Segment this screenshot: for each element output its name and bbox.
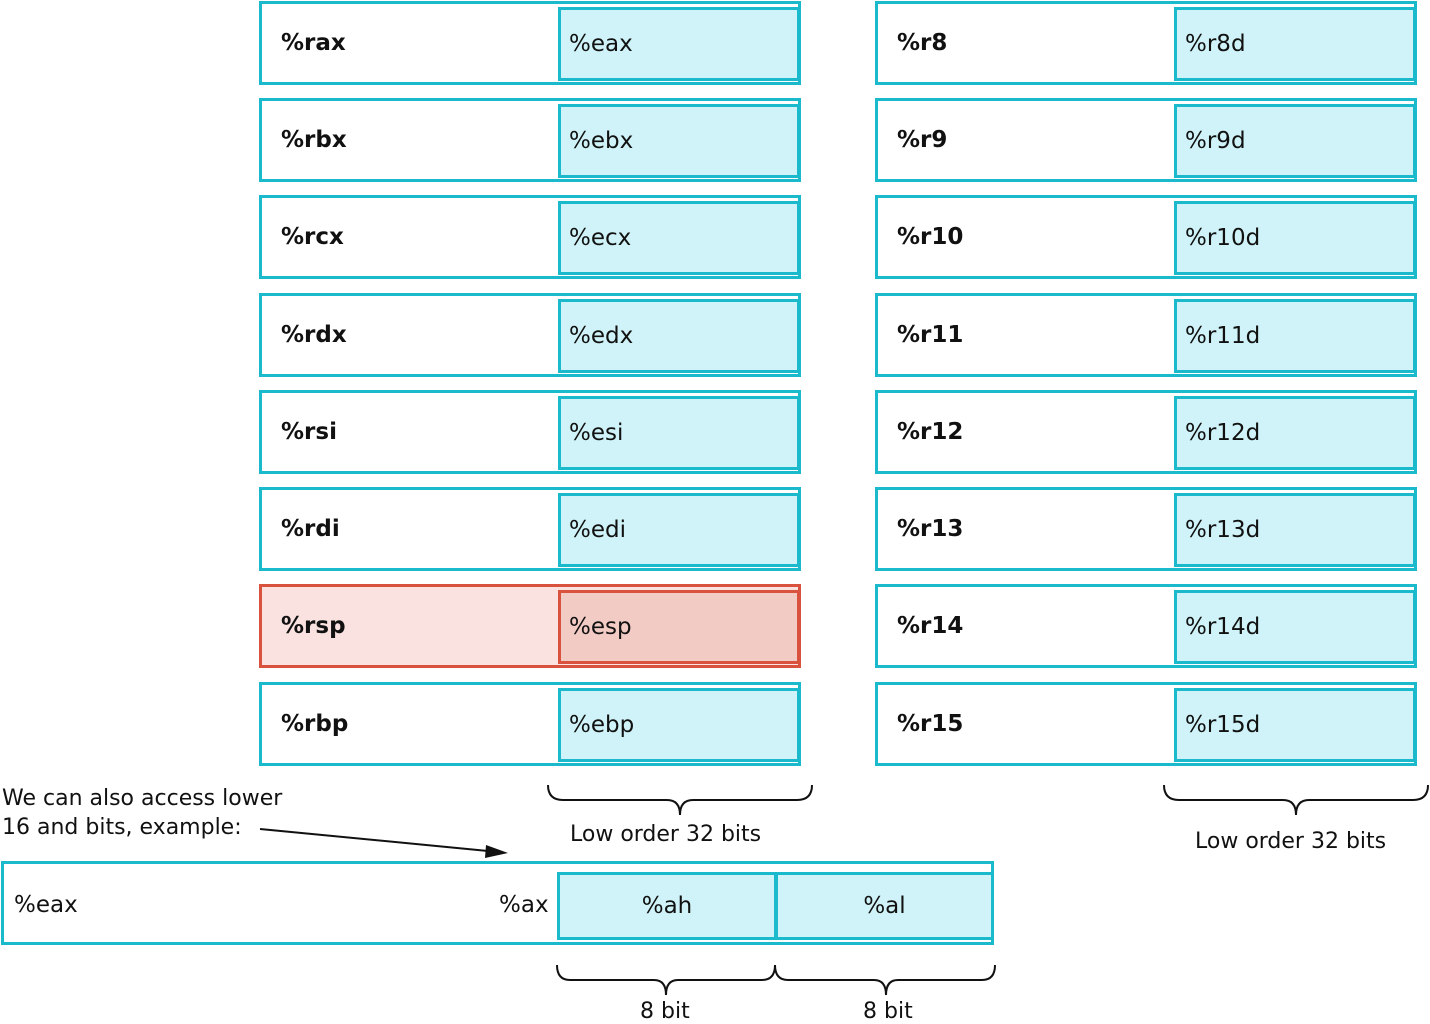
low32-box: %r9d <box>1174 104 1416 178</box>
low32-name: %ebp <box>569 712 635 738</box>
register-name: %r8 <box>897 30 948 56</box>
low32-box: %r15d <box>1174 688 1416 762</box>
register-rbx: %rbx %ebx <box>259 98 801 182</box>
low32-name: %r11d <box>1185 323 1261 349</box>
low32-name: %esi <box>569 420 624 446</box>
low32-box: %r8d <box>1174 7 1416 81</box>
register-name: %r13 <box>897 516 964 542</box>
register-name: %rax <box>281 30 346 56</box>
al-label: %al <box>863 893 906 919</box>
register-name: %r10 <box>897 224 964 250</box>
low32-box: %edi <box>558 493 800 567</box>
register-name: %rbp <box>281 711 349 737</box>
register-name: %r9 <box>897 127 948 153</box>
al-8bit-brace <box>774 964 996 996</box>
register-rbp: %rbp %ebp <box>259 682 801 766</box>
low32-name: %ebx <box>569 128 634 154</box>
ah-bit-label: 8 bit <box>640 999 690 1024</box>
register-rsp: %rsp %esp <box>259 584 801 668</box>
register-r8: %r8 %r8d <box>875 1 1417 85</box>
eax-label: %eax <box>14 892 78 918</box>
right-low32-brace <box>1163 784 1429 816</box>
low32-name: %r12d <box>1185 420 1261 446</box>
register-name: %rdx <box>281 322 347 348</box>
low32-box: %esi <box>558 396 800 470</box>
right-brace-label: Low order 32 bits <box>1195 829 1387 854</box>
register-r14: %r14 %r14d <box>875 584 1417 668</box>
note-line-1: We can also access lower <box>2 786 283 811</box>
ah-box: %ah <box>557 872 777 940</box>
low32-name: %eax <box>569 31 633 57</box>
register-name: %rbx <box>281 127 347 153</box>
register-name: %rsi <box>281 419 337 445</box>
low32-name: %esp <box>569 614 632 640</box>
register-rdx: %rdx %edx <box>259 293 801 377</box>
register-name: %r11 <box>897 322 964 348</box>
register-r11: %r11 %r11d <box>875 293 1417 377</box>
ah-8bit-brace <box>556 964 776 996</box>
low32-box: %esp <box>558 590 800 664</box>
note-arrow-line <box>259 828 489 852</box>
register-name: %rcx <box>281 224 344 250</box>
low32-name: %ecx <box>569 225 632 251</box>
low32-name: %r8d <box>1185 31 1246 57</box>
low32-box: %r11d <box>1174 299 1416 373</box>
low32-name: %r9d <box>1185 128 1246 154</box>
low32-name: %edx <box>569 323 634 349</box>
register-rsi: %rsi %esi <box>259 390 801 474</box>
register-rdi: %rdi %edi <box>259 487 801 571</box>
ah-label: %ah <box>641 893 693 919</box>
left-low32-brace <box>547 784 813 816</box>
low32-box: %r14d <box>1174 590 1416 664</box>
note-line-2: 16 and bits, example: <box>2 815 242 840</box>
register-r9: %r9 %r9d <box>875 98 1417 182</box>
low32-name: %r15d <box>1185 712 1261 738</box>
low32-box: %eax <box>558 7 800 81</box>
al-box: %al <box>775 872 994 940</box>
low32-box: %ecx <box>558 201 800 275</box>
eax-breakdown: %eax %ax %ah %al <box>1 861 994 945</box>
register-rax: %rax %eax <box>259 1 801 85</box>
low32-box: %edx <box>558 299 800 373</box>
ax-label: %ax <box>499 892 549 918</box>
register-name: %rdi <box>281 516 340 542</box>
low32-name: %edi <box>569 517 626 543</box>
register-r15: %r15 %r15d <box>875 682 1417 766</box>
low32-box: %r12d <box>1174 396 1416 470</box>
low32-name: %r14d <box>1185 614 1261 640</box>
al-bit-label: 8 bit <box>863 999 913 1024</box>
register-name: %rsp <box>281 613 346 639</box>
low32-name: %r13d <box>1185 517 1261 543</box>
low32-box: %ebp <box>558 688 800 762</box>
register-r13: %r13 %r13d <box>875 487 1417 571</box>
register-name: %r15 <box>897 711 964 737</box>
register-r10: %r10 %r10d <box>875 195 1417 279</box>
register-name: %r14 <box>897 613 964 639</box>
left-brace-label: Low order 32 bits <box>570 822 762 847</box>
register-r12: %r12 %r12d <box>875 390 1417 474</box>
low32-box: %r13d <box>1174 493 1416 567</box>
low32-name: %r10d <box>1185 225 1261 251</box>
register-name: %r12 <box>897 419 964 445</box>
low32-box: %r10d <box>1174 201 1416 275</box>
register-rcx: %rcx %ecx <box>259 195 801 279</box>
low32-box: %ebx <box>558 104 800 178</box>
note-arrow-head <box>485 845 508 858</box>
